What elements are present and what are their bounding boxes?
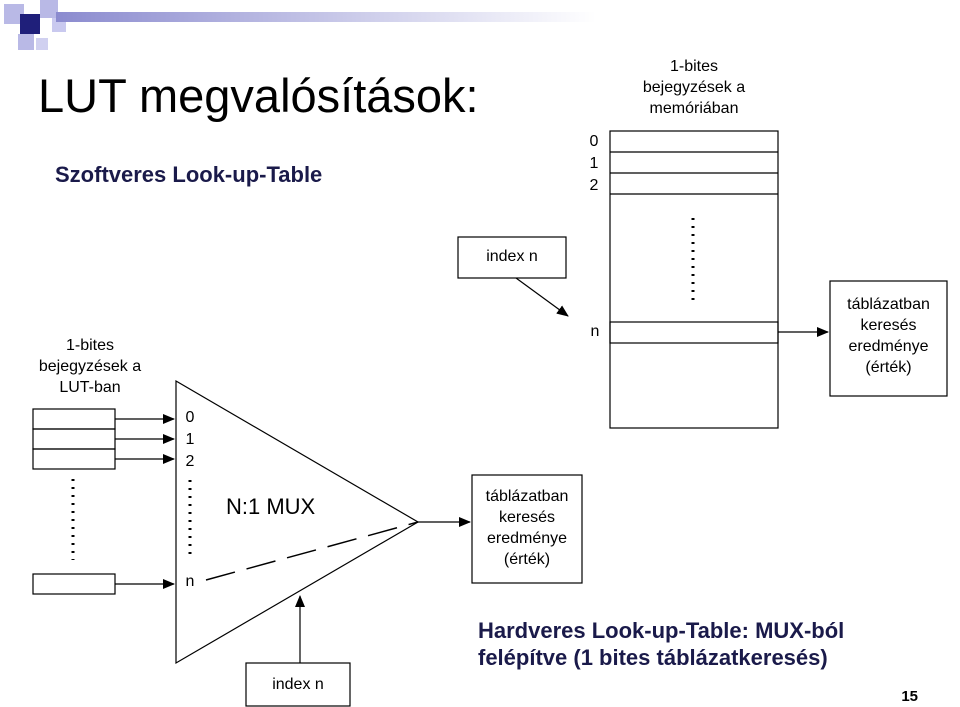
index-arrow-software (515, 277, 569, 317)
result-line: eredménye (486, 530, 568, 547)
lut-heading-line: LUT-ban (59, 379, 121, 396)
header-gradient-bar (56, 12, 596, 22)
memory-table (609, 130, 779, 429)
row-index: 2 (589, 177, 599, 194)
result-line: keresés (860, 317, 917, 334)
mux-triangle (175, 379, 420, 665)
mux-input-index: 1 (185, 431, 195, 448)
hardware-caption: Hardveres Look-up-Table: MUX-ból felépít… (478, 617, 844, 671)
caption-line: Hardveres Look-up-Table: MUX-ból (478, 618, 845, 643)
result-line: eredménye (848, 338, 929, 355)
slide-title: LUT megvalósítások: (38, 69, 479, 122)
index-box-hardware (245, 662, 351, 707)
result-box-software (829, 280, 948, 397)
logo-squares (4, 0, 66, 50)
memory-heading-line: bejegyzések a (642, 79, 746, 96)
result-box-hardware-label: táblázatban keresés eredménye (érték) (472, 486, 582, 570)
memory-heading-line: memóriában (649, 100, 739, 117)
mux-input-index: 2 (185, 453, 195, 470)
memory-heading: 1-bites bejegyzések a memóriában (608, 56, 780, 119)
result-line: (érték) (865, 359, 912, 376)
memory-heading-line: 1-bites (669, 58, 719, 75)
mux-selection-path (205, 521, 419, 581)
result-box-software-label: táblázatban keresés eredménye (érték) (830, 294, 947, 378)
lut-entries (32, 408, 116, 595)
row-index: 1 (589, 155, 599, 172)
result-line: táblázatban (485, 488, 569, 505)
index-box-software (457, 236, 567, 279)
caption-line: felépítve (1 bites táblázatkeresés) (478, 645, 828, 670)
mux-input-indices: 0 1 2 (180, 407, 200, 473)
mux-input-index: 0 (185, 409, 195, 426)
lut-to-mux-arrows (115, 414, 175, 589)
result-box-hardware (471, 474, 583, 584)
index-box-hardware-label: index n (272, 676, 324, 693)
mux-n-label: n (185, 573, 195, 590)
result-line: (érték) (503, 551, 551, 568)
slide-subtitle: Szoftveres Look-up-Table (55, 162, 323, 187)
result-line: keresés (498, 509, 556, 526)
index-box-software-label: index n (486, 248, 538, 265)
lut-heading: 1-bites bejegyzések a LUT-ban (20, 335, 160, 398)
mux-label: N:1 MUX (226, 494, 316, 519)
page-number: 15 (901, 688, 918, 705)
result-line: táblázatban (847, 296, 930, 313)
lut-heading-line: 1-bites (65, 337, 115, 354)
lut-heading-line: bejegyzések a (38, 358, 142, 375)
memory-row-indices: 0 1 2 (584, 131, 604, 197)
memory-n-label: n (590, 323, 600, 340)
row-index: 0 (589, 133, 599, 150)
